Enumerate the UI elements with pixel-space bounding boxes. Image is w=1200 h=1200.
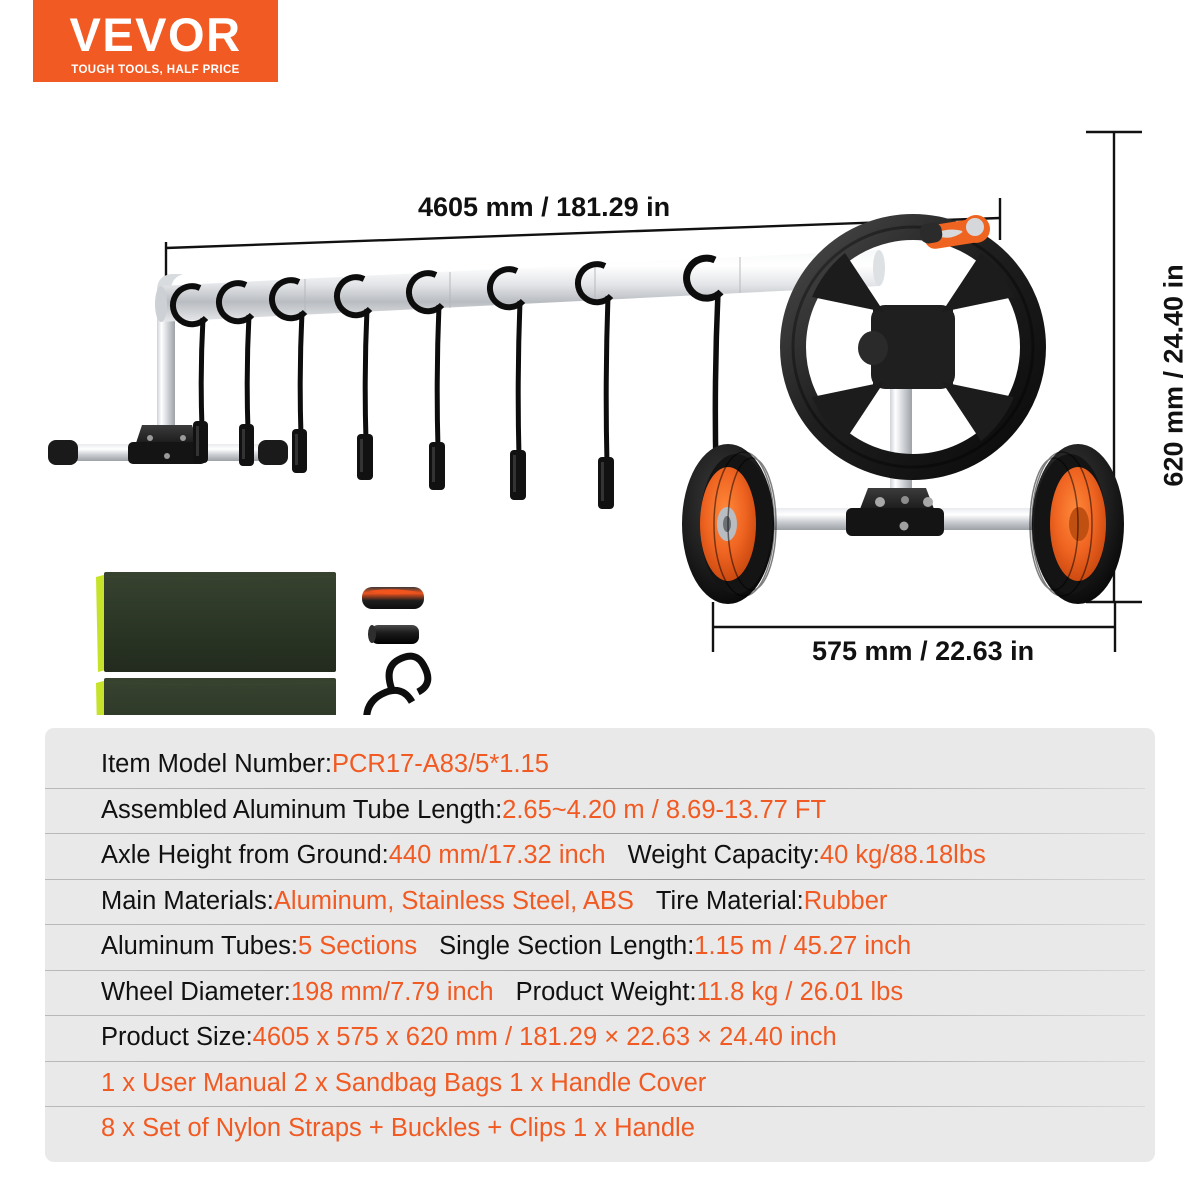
spec-row: 8 x Set of Nylon Straps + Buckles + Clip… — [45, 1106, 1155, 1152]
strap — [486, 266, 526, 500]
spec-value: 5 Sections — [298, 932, 418, 961]
brand-wordmark: VEVOR — [69, 7, 242, 61]
spec-row: Wheel Diameter: 198 mm/7.79 inch Product … — [45, 969, 1155, 1016]
strap — [405, 270, 445, 490]
brand-logo: VEVOR TOUGH TOOLS, HALF PRICE — [33, 0, 278, 82]
spec-row: Product Size: 4605 x 575 x 620 mm / 181.… — [45, 1015, 1155, 1061]
spec-row: Axle Height from Ground: 440 mm/17.32 in… — [45, 833, 1155, 879]
tire-right — [1029, 444, 1124, 604]
spec-value: 440 mm/17.32 inch — [388, 841, 606, 870]
strap — [268, 277, 308, 473]
strap — [333, 274, 373, 480]
spec-value: 8 x Set of Nylon Straps + Buckles + Clip… — [101, 1114, 695, 1143]
spec-value: 1 x User Manual 2 x Sandbag Bags 1 x Han… — [101, 1068, 707, 1097]
spec-value: PCR17-A83/5*1.15 — [332, 750, 549, 779]
spec-value: 198 mm/7.79 inch — [290, 977, 494, 1006]
crank-handle — [919, 215, 990, 249]
handle-grip — [362, 587, 424, 609]
strap — [574, 261, 614, 509]
handle-cover — [368, 625, 419, 644]
spec-label: Main Materials: — [101, 886, 274, 915]
spec-label: Weight Capacity: — [627, 841, 820, 870]
spec-value: Aluminum, Stainless Steel, ABS — [273, 886, 634, 915]
spec-row: Assembled Aluminum Tube Length: 2.65~4.2… — [45, 787, 1155, 834]
strap — [215, 280, 255, 466]
brand-tagline: TOUGH TOOLS, HALF PRICE — [71, 63, 240, 76]
spec-label: Assembled Aluminum Tube Length: — [101, 795, 503, 824]
spec-label: Product Weight: — [515, 977, 697, 1006]
spec-row: Item Model Number: PCR17-A83/5*1.15 — [45, 742, 1155, 788]
spec-row: Aluminum Tubes: 5 Sections Single Section… — [45, 924, 1155, 970]
dimension-line-width — [711, 602, 1117, 652]
product-illustration — [0, 90, 1200, 715]
spec-label: Tire Material: — [655, 886, 804, 915]
nylon-strap-bundle — [363, 652, 432, 715]
spec-value: 1.15 m / 45.27 inch — [694, 932, 912, 961]
spec-value: Rubber — [803, 886, 888, 915]
nylon-straps — [169, 254, 725, 517]
spec-label: Item Model Number: — [101, 750, 332, 779]
spec-value: 11.8 kg / 26.01 lbs — [696, 977, 904, 1006]
tire-left — [682, 444, 777, 604]
sandbag-bag — [96, 678, 337, 715]
specification-table: Item Model Number: PCR17-A83/5*1.15 Asse… — [45, 728, 1155, 1162]
spec-row: Main Materials: Aluminum, Stainless Stee… — [45, 878, 1155, 925]
crank-wheel — [780, 214, 1046, 480]
spec-label: Aluminum Tubes: — [101, 932, 299, 961]
spec-value: 40 kg/88.18lbs — [819, 841, 986, 870]
left-support-base — [48, 274, 288, 465]
spec-value: 4605 x 575 x 620 mm / 181.29 × 22.63 × 2… — [252, 1023, 837, 1052]
spec-label: Product Size: — [101, 1023, 253, 1052]
spec-value: 2.65~4.20 m / 8.69-13.77 FT — [502, 795, 827, 824]
spec-label: Axle Height from Ground: — [101, 841, 389, 870]
spec-row: 1 x User Manual 2 x Sandbag Bags 1 x Han… — [45, 1060, 1155, 1107]
wheel-axle-assembly — [682, 444, 1124, 604]
dimension-label-width: 575 mm / 22.63 in — [812, 636, 1035, 666]
dimension-label-length: 4605 mm / 181.29 in — [418, 192, 671, 222]
dimension-label-height: 620 mm / 24.40 in — [1158, 264, 1189, 487]
spec-label: Wheel Diameter: — [101, 977, 291, 1006]
strap — [169, 283, 209, 463]
spec-label: Single Section Length: — [439, 932, 695, 961]
sandbag-bag — [96, 572, 337, 672]
